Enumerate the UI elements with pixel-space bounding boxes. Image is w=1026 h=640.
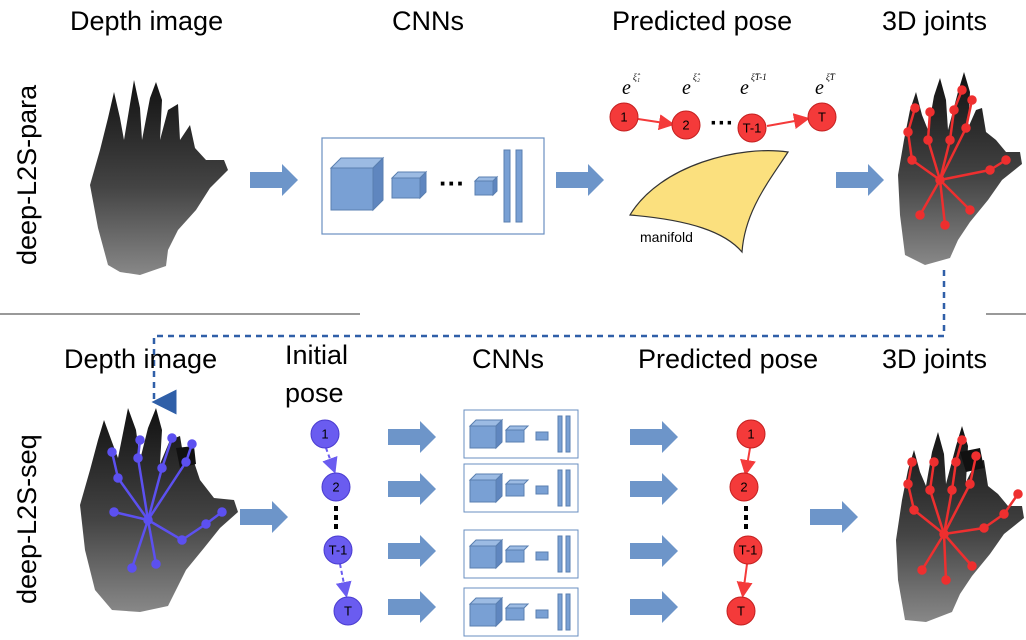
row-label-seq: deep-L2S-seq	[12, 434, 42, 604]
pose-chain-top: ··· 1 2 T-1 T	[609, 102, 837, 143]
header-predicted-pose-bottom: Predicted pose	[638, 344, 818, 374]
header-initial: Initial	[285, 340, 348, 370]
initial-pose-chain: 1 2 T-1 T	[310, 419, 363, 626]
svg-text:ξ̂T-1: ξ̂T-1	[751, 72, 767, 82]
exp-maps: e ξ̂₁ e ξ̂₂ e ξ̂T-1 e ξ̂T	[622, 72, 836, 99]
cnn-block-bottom-3	[463, 529, 579, 579]
pred-node-t: T	[726, 596, 756, 626]
svg-text:1: 1	[321, 427, 328, 442]
flow-arrows-bottom-col2	[630, 421, 678, 623]
header-cnns: CNNs	[392, 6, 464, 36]
init-node-2: 2	[321, 472, 351, 502]
header-depth-image: Depth image	[70, 6, 223, 36]
pose-node-top-2: 2	[671, 110, 701, 140]
manifold-shape: manifold	[628, 150, 790, 254]
svg-text:e: e	[682, 77, 691, 99]
svg-text:T: T	[818, 110, 826, 125]
pred-node-1: 1	[736, 419, 766, 449]
depth-hand-bottom	[80, 408, 238, 612]
svg-text:1: 1	[747, 427, 754, 442]
init-node-t-1: T-1	[323, 535, 353, 565]
flow-arrow-top-1	[250, 164, 298, 196]
svg-text:e: e	[815, 77, 824, 99]
header-depth-image-bottom: Depth image	[64, 344, 217, 374]
svg-text:e: e	[622, 77, 631, 99]
header-predicted-pose: Predicted pose	[612, 6, 792, 36]
cnn-block-bottom-1	[463, 409, 579, 459]
header-pose: pose	[285, 378, 344, 408]
header-3d-joints-bottom: 3D joints	[882, 344, 987, 374]
joints-hand-top	[898, 72, 1022, 265]
flow-arrow-top-2	[556, 164, 604, 196]
flow-arrow-bottom-final	[810, 501, 858, 533]
cnn-cube-medium	[390, 170, 428, 200]
cnn-cube-large	[329, 156, 385, 212]
cnn-block-top: ···	[321, 137, 545, 235]
fc-layer-2	[515, 149, 523, 223]
pose-node-top-1: 1	[609, 102, 639, 132]
predicted-pose-chain: 1 2 T-1 T	[726, 419, 766, 626]
svg-text:T: T	[737, 604, 745, 619]
svg-text:2: 2	[682, 118, 689, 133]
cnn-cube-small	[473, 175, 499, 197]
init-node-t: T	[333, 596, 363, 626]
svg-text:2: 2	[332, 480, 339, 495]
svg-text:1: 1	[620, 110, 627, 125]
svg-text:ξ̂T: ξ̂T	[826, 72, 836, 82]
svg-text:ξ̂₁: ξ̂₁	[633, 72, 641, 82]
header-cnns-bottom: CNNs	[472, 344, 544, 374]
joints-hand-bottom	[896, 426, 1024, 622]
svg-text:2: 2	[740, 480, 747, 495]
depth-hand-top	[90, 80, 228, 275]
flow-arrow-bottom-1	[240, 501, 288, 533]
svg-text:e: e	[740, 77, 749, 99]
init-node-1: 1	[310, 419, 340, 449]
flow-arrows-bottom-col1	[388, 421, 436, 623]
header-3d-joints: 3D joints	[882, 6, 987, 36]
pred-node-t-1: T-1	[733, 535, 763, 565]
svg-text:ξ̂₂: ξ̂₂	[693, 72, 701, 82]
cnn-block-bottom-4	[463, 587, 579, 637]
pose-node-top-t-1: T-1	[737, 113, 767, 143]
row-label-para: deep-L2S-para	[12, 84, 42, 265]
manifold-label: manifold	[640, 229, 693, 245]
svg-text:T-1: T-1	[743, 121, 762, 136]
svg-text:T: T	[344, 604, 352, 619]
chain-ellipsis-top: ···	[710, 110, 734, 137]
cnn-block-bottom-2	[463, 463, 579, 513]
fc-layer-1	[503, 149, 511, 223]
svg-text:T-1: T-1	[739, 543, 758, 558]
flow-arrow-top-3	[836, 164, 884, 196]
dashed-connector	[151, 270, 946, 415]
svg-text:T-1: T-1	[329, 543, 348, 558]
pred-node-2: 2	[729, 472, 759, 502]
pose-node-top-t: T	[807, 102, 837, 132]
cnn-ellipsis: ···	[439, 168, 465, 198]
